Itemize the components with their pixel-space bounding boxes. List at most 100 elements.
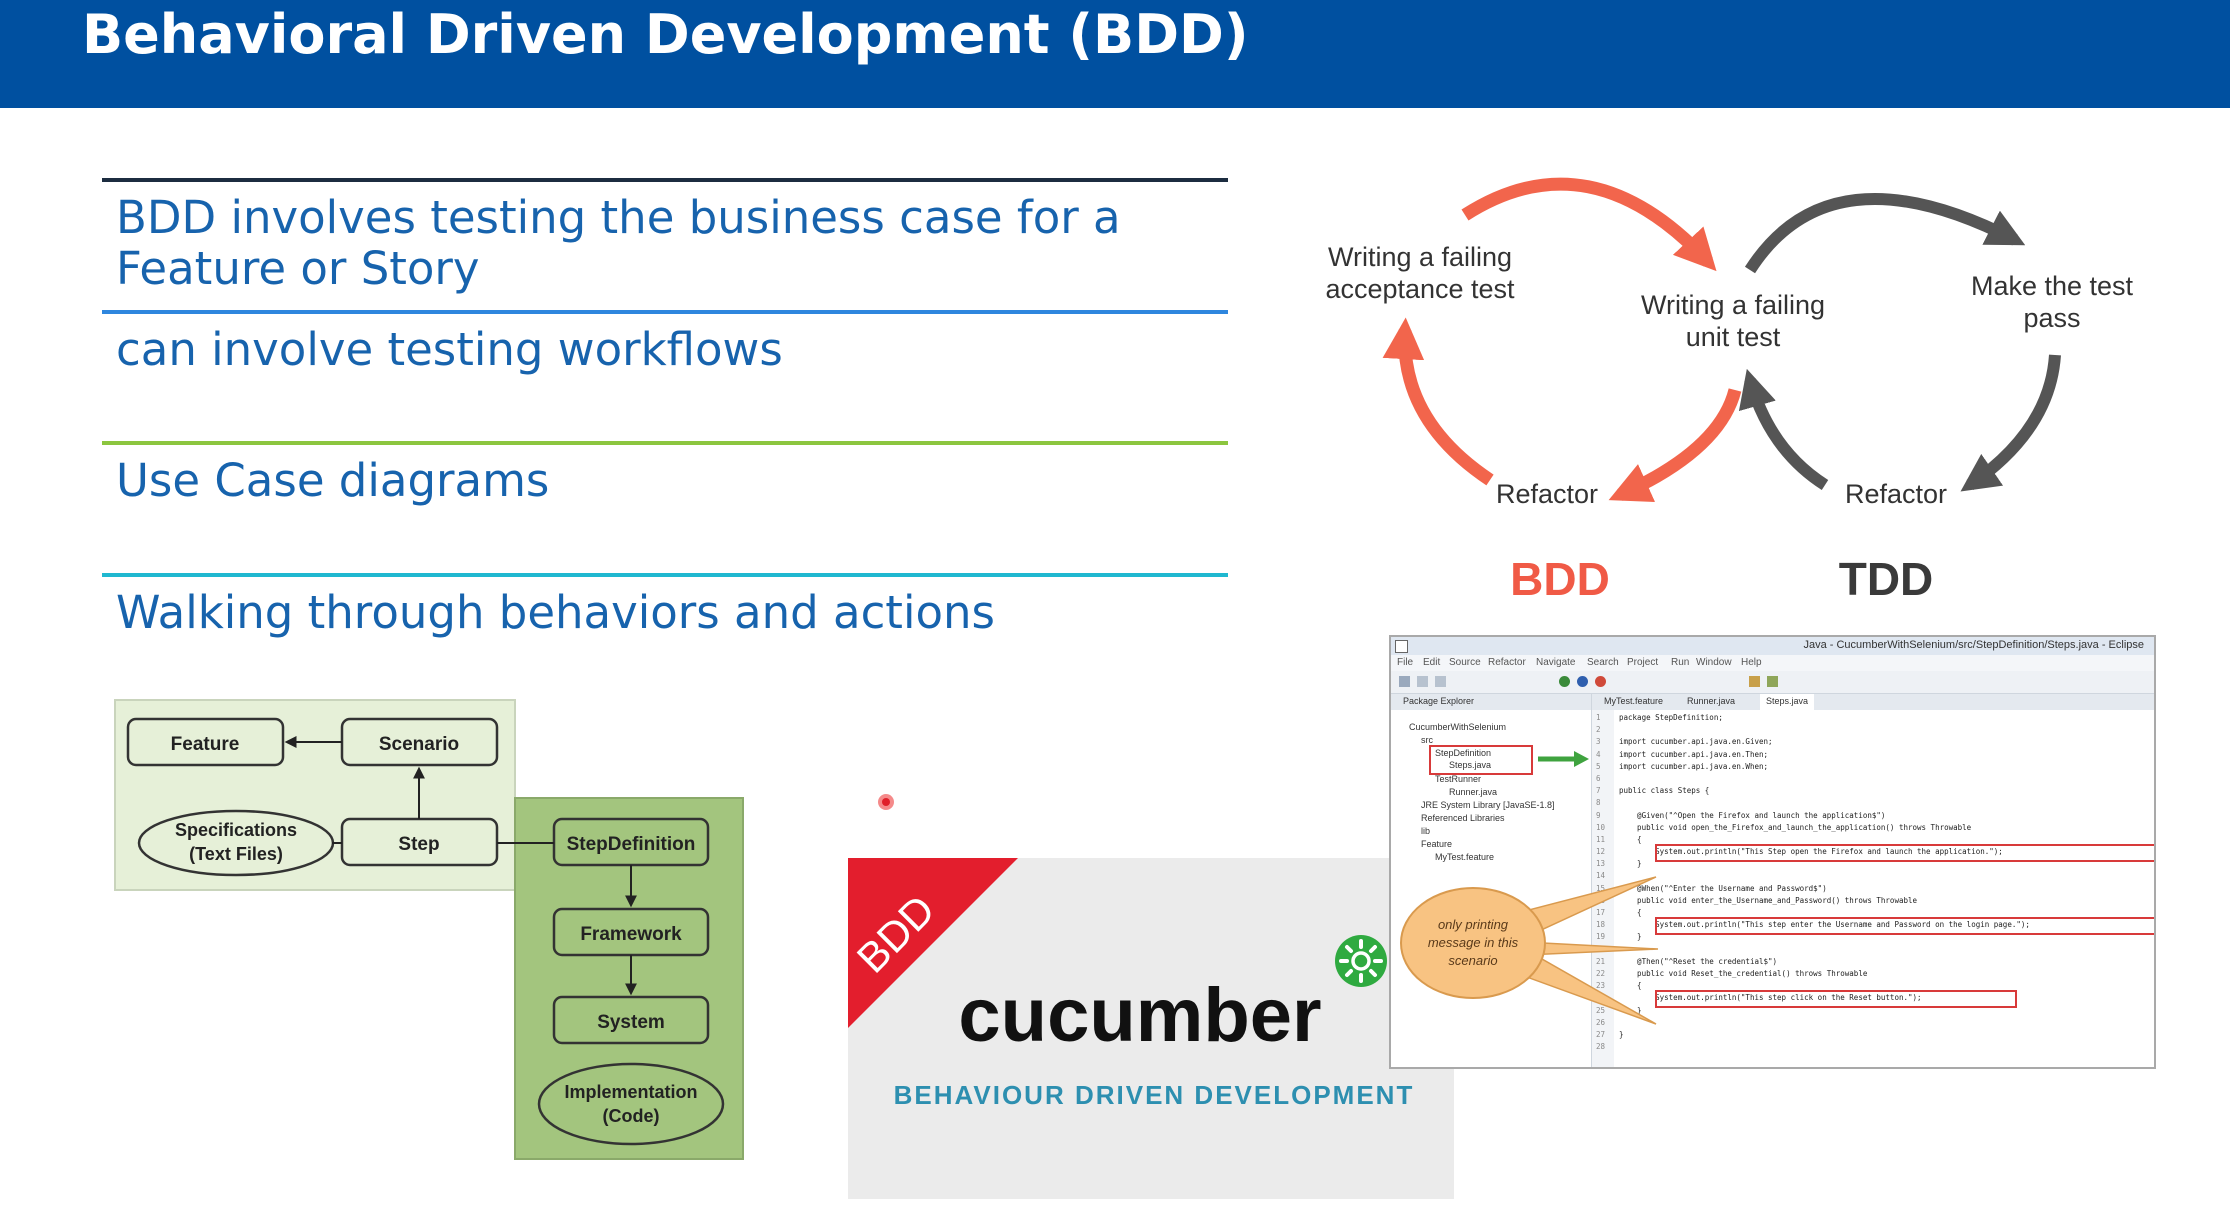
line-number: 13 (1596, 859, 1606, 869)
println-highlight-2 (1655, 917, 2154, 935)
framework-label: Framework (580, 924, 682, 945)
code-editor[interactable]: package StepDefinition;import cucumber.a… (1617, 710, 2154, 1067)
specifications-line-1: Specifications (175, 820, 297, 840)
cycle-acceptance-line-1: Writing a failing (1328, 242, 1512, 272)
tree-jre-library[interactable]: JRE System Library [JavaSE-1.8] (1421, 800, 1555, 810)
toolbar-debug-icon[interactable] (1577, 676, 1588, 687)
callout-bubble: only printing message in this scenario (1400, 876, 1659, 1025)
code-line: System.out.println("This Step open the F… (1619, 847, 2003, 857)
stepdefinition-highlight (1429, 745, 1533, 775)
window-close-icon[interactable] (1395, 640, 1408, 653)
tree-runner-java[interactable]: Runner.java (1449, 787, 1498, 797)
package-explorer-tab[interactable]: Package Explorer (1403, 696, 1475, 706)
toolbar-print-icon[interactable] (1435, 676, 1446, 687)
tree-mytest-feature[interactable]: MyTest.feature (1435, 852, 1495, 862)
stepdefinition-label: StepDefinition (567, 834, 696, 855)
tdd-arrow-right (1960, 354, 2061, 492)
tree-steps-java[interactable]: Steps.java (1449, 760, 1492, 770)
specifications-line-2: (Text Files) (189, 844, 283, 864)
menu-project[interactable]: Project (1627, 657, 1659, 668)
line-number: 11 (1596, 834, 1606, 844)
menu-window[interactable]: Window (1696, 657, 1732, 668)
cucumber-tagline: BEHAVIOUR DRIVEN DEVELOPMENT (894, 1080, 1415, 1110)
toolbar-open-type-icon[interactable] (1767, 676, 1778, 687)
implementation-node (537, 1062, 725, 1146)
toolbar-run-icon[interactable] (1559, 676, 1570, 687)
package-explorer-header: Package Explorer (1391, 694, 1591, 710)
feature-label: Feature (171, 734, 240, 755)
line-number: 17 (1596, 908, 1606, 917)
package-explorer: Package Explorer CucumberWithSelenium sr… (1391, 694, 1592, 1067)
slide-title: Behavioral Driven Development (BDD) (82, 3, 1249, 66)
toolbar-new-icon[interactable] (1399, 676, 1410, 687)
code-line: } (1619, 932, 1642, 942)
menu-file[interactable]: File (1397, 657, 1414, 668)
line-number: 15 (1596, 883, 1606, 893)
tree-src[interactable]: src (1421, 735, 1433, 745)
callout-line-1: only printing (1438, 917, 1509, 932)
cycle-acceptance-line-2: acceptance test (1325, 274, 1515, 304)
line-number: 7 (1596, 786, 1601, 796)
line-number: 22 (1596, 968, 1606, 978)
cucumber-artwork: BDD cucumber BEHAVIOUR DRIVEN DEVELOPMEN… (848, 858, 1415, 1110)
tree-project[interactable]: CucumberWithSelenium (1409, 722, 1507, 732)
menu-search[interactable]: Search (1587, 657, 1619, 668)
code-line: import cucumber.api.java.en.Then; (1619, 749, 1769, 759)
bullet-4: Walking through behaviors and actions (116, 586, 995, 639)
feature-node (126, 717, 285, 767)
menu-help[interactable]: Help (1741, 657, 1762, 668)
code-line: } (1619, 1005, 2030, 1017)
tree-stepdefinition[interactable]: StepDefinition (1435, 748, 1492, 758)
divider-3 (102, 441, 1228, 445)
menu-navigate[interactable]: Navigate (1536, 657, 1576, 668)
line-number: 14 (1596, 871, 1606, 881)
code-line: import cucumber.api.java.en.When; (1619, 761, 1769, 771)
menu-source[interactable]: Source (1449, 657, 1481, 668)
tree-referenced-libraries[interactable]: Referenced Libraries (1421, 813, 1505, 823)
line-number: 5 (1596, 761, 1601, 771)
cucumber-wordmark: cucumber (958, 973, 1321, 1058)
cycle-refactor-right: Refactor (1845, 479, 1947, 509)
divider-4 (102, 573, 1228, 577)
laser-pointer-dot (878, 794, 894, 810)
code-line: public void Reset_the_credential() throw… (1619, 968, 1868, 978)
tree-testrunner[interactable]: TestRunner (1435, 774, 1482, 784)
cycle-refactor-left: Refactor (1496, 479, 1598, 509)
bdd-label: BDD (1510, 553, 1610, 605)
bdd-flow-diagram: Feature Scenario Specifications (Text Fi… (114, 699, 744, 1160)
bdd-tdd-cycle-diagram: Writing a failing acceptance test Writin… (1325, 177, 2134, 605)
tdd-arrow-bottom (1738, 368, 1829, 491)
eclipse-menubar: File Edit Source Refactor Navigate Searc… (1391, 655, 2154, 671)
tab-mytest-feature[interactable]: MyTest.feature (1604, 696, 1664, 706)
line-number: 10 (1596, 822, 1606, 832)
bullet-1-line-2: Feature or Story (116, 242, 480, 295)
eclipse-window-title: Java - CucumberWithSelenium/src/StepDefi… (1803, 639, 2144, 651)
code-line: System.out.println("This step enter the … (1619, 920, 2030, 930)
menu-edit[interactable]: Edit (1423, 657, 1441, 668)
tree-feature[interactable]: Feature (1421, 839, 1453, 849)
toolbar-stop-icon[interactable] (1595, 676, 1606, 687)
bullet-1-line-1: BDD involves testing the business case f… (116, 191, 1121, 244)
code-line: } (1619, 1029, 1624, 1039)
system-node (552, 995, 710, 1045)
toolbar-search-icon[interactable] (1749, 676, 1760, 687)
line-number: 26 (1596, 1017, 1606, 1027)
code-line: { (1619, 834, 1642, 844)
code-line: { (1619, 981, 1642, 991)
bdd-arrow-bottom (1608, 388, 1742, 503)
line-number: 27 (1596, 1029, 1606, 1039)
tree-lib[interactable]: lib (1421, 826, 1431, 836)
tab-steps-java[interactable]: Steps.java (1760, 694, 1815, 712)
bullet-2: can involve testing workflows (116, 323, 783, 376)
line-number: 23 (1596, 981, 1606, 991)
tab-runner-java[interactable]: Runner.java (1687, 696, 1736, 706)
cycle-pass-line-1: Make the test (1971, 271, 2134, 301)
cycle-unit-line-2: unit test (1686, 322, 1781, 352)
toolbar-save-icon[interactable] (1417, 676, 1428, 687)
implementation-line-2: (Code) (603, 1106, 660, 1126)
menu-refactor[interactable]: Refactor (1488, 657, 1526, 668)
cycle-unit-line-1: Writing a failing (1641, 290, 1825, 320)
menu-run[interactable]: Run (1671, 657, 1690, 668)
line-number: 8 (1596, 798, 1601, 808)
line-number: 2 (1596, 725, 1601, 735)
